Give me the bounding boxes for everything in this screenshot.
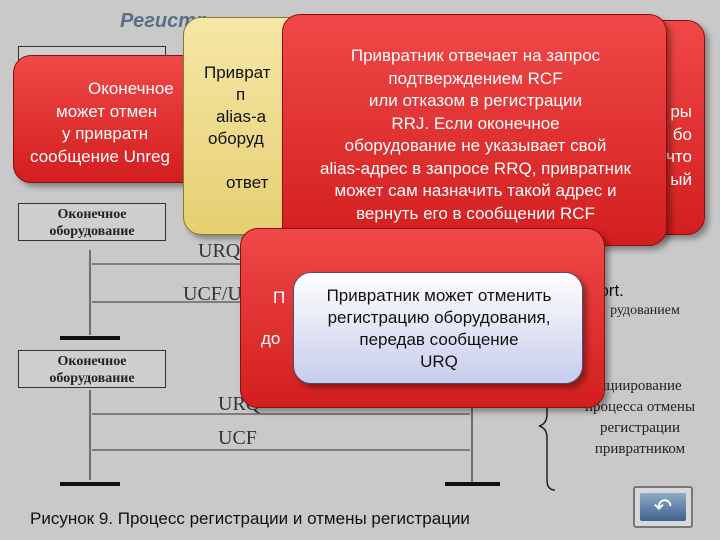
callout-tan-text: Приврат п alias-а оборуд п ответ	[204, 63, 293, 192]
side-note-initiation: ициирование процесса отмены регистрации …	[584, 378, 696, 457]
callout-main-text: Привратник отвечает на запрос подтвержде…	[320, 46, 631, 223]
callout-blue-text: Привратник может отменить регистрацию об…	[326, 286, 552, 371]
figure-caption: Рисунок 9. Процесс регистрации и отмены …	[30, 509, 470, 528]
message-ucf-bottom: UCF	[218, 427, 257, 449]
endpoint-box-1: Оконечное оборудование	[18, 203, 166, 241]
callout-left-text: Оконечное может отмен у привратн сообщен…	[30, 79, 174, 166]
message-ucf-top: UCF/U	[183, 283, 242, 305]
callout-main: Привратник отвечает на запрос подтвержде…	[282, 14, 667, 246]
return-arrow-icon: ↶	[640, 493, 686, 521]
callout-right-text: ры бо что ый	[666, 102, 692, 189]
message-urq-top: URQ	[198, 240, 241, 262]
side-note-equipment: рудованием	[610, 303, 680, 318]
endpoint-box-2: Оконечное оборудование	[18, 350, 166, 388]
callout-blue: Привратник может отменить регистрацию об…	[293, 272, 583, 384]
return-button[interactable]: ↶	[633, 486, 693, 528]
callout-mid-text: П до	[261, 288, 286, 348]
callout-left: Оконечное может отмен у привратн сообщен…	[13, 55, 213, 183]
